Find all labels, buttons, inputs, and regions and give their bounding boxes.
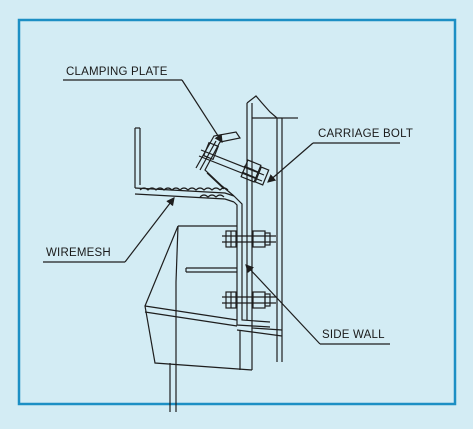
side-wall-structure (246, 95, 298, 362)
z-bracket (233, 195, 271, 328)
label-wiremesh: WIREMESH (46, 247, 111, 259)
hopper-body (144, 225, 253, 412)
label-clamping-plate: CLAMPING PLATE (66, 66, 168, 78)
carriage-bolt-part (198, 141, 270, 186)
support-bracket (236, 320, 283, 337)
wiremesh-deck (134, 187, 235, 203)
left-wall (134, 127, 141, 188)
drawing-lines (43, 79, 400, 412)
label-side-wall: SIDE WALL (322, 329, 385, 341)
drawing-border (17, 18, 457, 406)
label-carriage-bolt: CARRIAGE BOLT (318, 128, 414, 140)
lower-bolt-2 (222, 291, 276, 309)
lower-bolt-1 (222, 230, 276, 248)
leader-lines (43, 79, 400, 345)
